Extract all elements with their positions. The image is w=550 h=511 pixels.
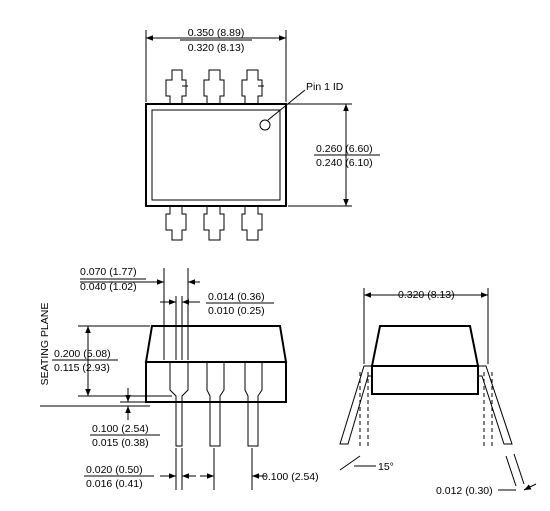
side-body-bottom (145, 361, 287, 403)
side-height-max: 0.200 (5.08) (54, 348, 111, 360)
side-tip-max: 0.020 (0.50) (86, 464, 143, 476)
top-leads-lower (165, 206, 263, 241)
side-tip-min: 0.016 (0.41) (86, 478, 143, 490)
side-height-min: 0.115 (2.93) (54, 362, 110, 374)
end-body-top (370, 325, 480, 367)
top-width-min: 0.320 (8.13) (188, 42, 245, 54)
side-lead-width-max: 0.070 (1.77) (80, 266, 137, 278)
side-view: SEATING PLANE 0.070 (1.77) 0.040 (1.02) … (39, 266, 319, 490)
side-leads (169, 362, 263, 447)
end-lead-thickness: 0.012 (0.30) (436, 485, 493, 497)
top-view: Pin 1 ID 0.350 (8.89) 0.320 (8.13) 0.260… (145, 27, 380, 241)
side-pitch: 0.100 (2.54) (262, 471, 319, 483)
pin1-marker (259, 119, 271, 131)
top-leads-upper (165, 69, 264, 104)
side-standoff-min: 0.015 (0.38) (92, 437, 149, 449)
side-body-top (144, 325, 288, 363)
pin1-label: Pin 1 ID (306, 81, 344, 93)
top-height-min: 0.240 (6.10) (316, 157, 373, 169)
side-lead-width-min: 0.040 (1.02) (80, 281, 137, 293)
top-width-max: 0.350 (8.89) (188, 27, 245, 39)
end-body-bottom (371, 365, 479, 395)
end-leads (339, 365, 513, 445)
top-body-inner (151, 109, 281, 201)
end-angle: 15° (378, 461, 394, 473)
pin1-leader (267, 89, 306, 121)
end-view: 0.320 (8.13) 15° 0.012 (0.30) (339, 288, 537, 497)
top-body-outline (145, 103, 287, 207)
end-row-spacing: 0.320 (8.13) (398, 289, 455, 301)
side-lead-thick-min: 0.010 (0.25) (208, 305, 265, 317)
side-lead-thick-max: 0.014 (0.36) (208, 291, 265, 303)
seating-plane-label: SEATING PLANE (39, 303, 51, 386)
side-standoff-max: 0.100 (2.54) (92, 423, 149, 435)
top-height-max: 0.260 (6.60) (316, 143, 373, 155)
